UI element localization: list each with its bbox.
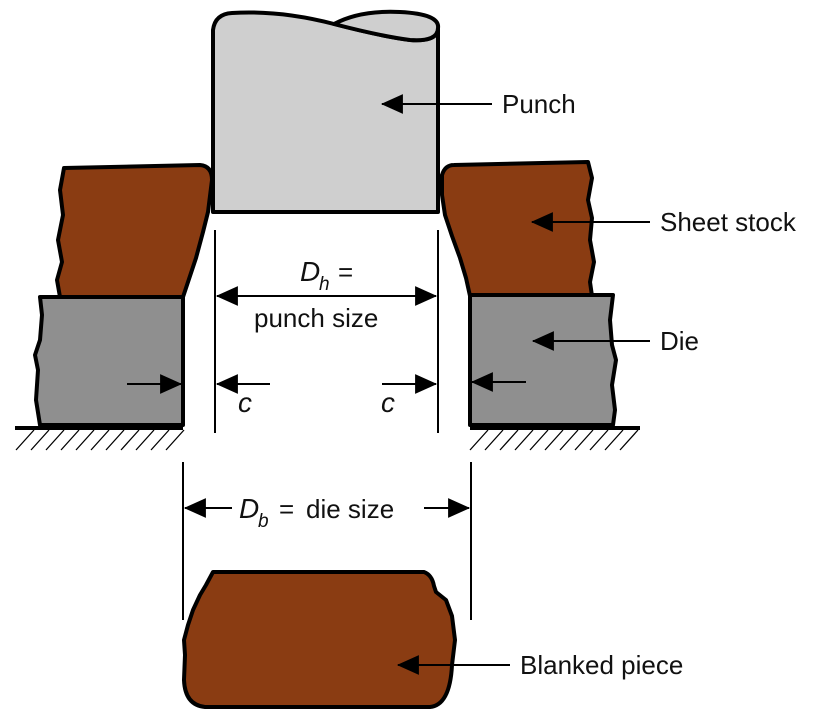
ground-hatch-line (619, 429, 639, 451)
ground-hatch-line (484, 429, 504, 451)
ground-hatch-line (150, 429, 170, 451)
punch (211, 10, 440, 214)
clearance-label-right: c (381, 387, 395, 418)
sheet-stock-right (440, 160, 596, 298)
ground-hatch-line (90, 429, 110, 451)
ground-hatch-line (15, 429, 35, 451)
ground-hatch-line (574, 429, 594, 451)
ground-hatch-line (529, 429, 549, 451)
ground-hatch-line (544, 429, 564, 451)
ground-hatch-line (499, 429, 519, 451)
ground-left (15, 426, 185, 451)
punch-label: Punch (502, 89, 576, 119)
ground-hatch-line (75, 429, 95, 451)
ground-hatch-line (589, 429, 609, 451)
ground-hatch-line (469, 429, 489, 451)
die-size-equals: = (279, 494, 294, 524)
punch-top-ellipse (332, 9, 441, 43)
ground-hatch-line (604, 429, 624, 451)
punch-size-equals: = (338, 257, 353, 287)
sheet-stock-left (55, 163, 214, 299)
ground-hatch-line (45, 429, 65, 451)
ground-right (469, 426, 640, 451)
blanked-piece (182, 570, 457, 709)
punch-size-description: punch size (254, 303, 378, 333)
blanked-piece-label: Blanked piece (520, 650, 683, 680)
punch-size-subscript: h (319, 274, 330, 295)
die-right (468, 293, 618, 427)
die-size-symbol: D (239, 493, 259, 524)
ground-hatch-line (135, 429, 155, 451)
die-size-subscript: b (258, 511, 269, 532)
ground-hatch-line (559, 429, 579, 451)
sheet-stock-label: Sheet stock (660, 207, 797, 237)
ground-hatch-line (30, 429, 50, 451)
ground-hatch-line (165, 429, 185, 451)
die-size-description: die size (306, 494, 394, 524)
ground-hatch-line (105, 429, 125, 451)
die-left (33, 295, 185, 427)
ground-hatch-line (120, 429, 140, 451)
ground-hatch-line (514, 429, 534, 451)
clearance-label-left: c (238, 387, 252, 418)
punch-size-symbol: D (300, 256, 320, 287)
ground-hatch-line (60, 429, 80, 451)
die-label: Die (660, 326, 699, 356)
